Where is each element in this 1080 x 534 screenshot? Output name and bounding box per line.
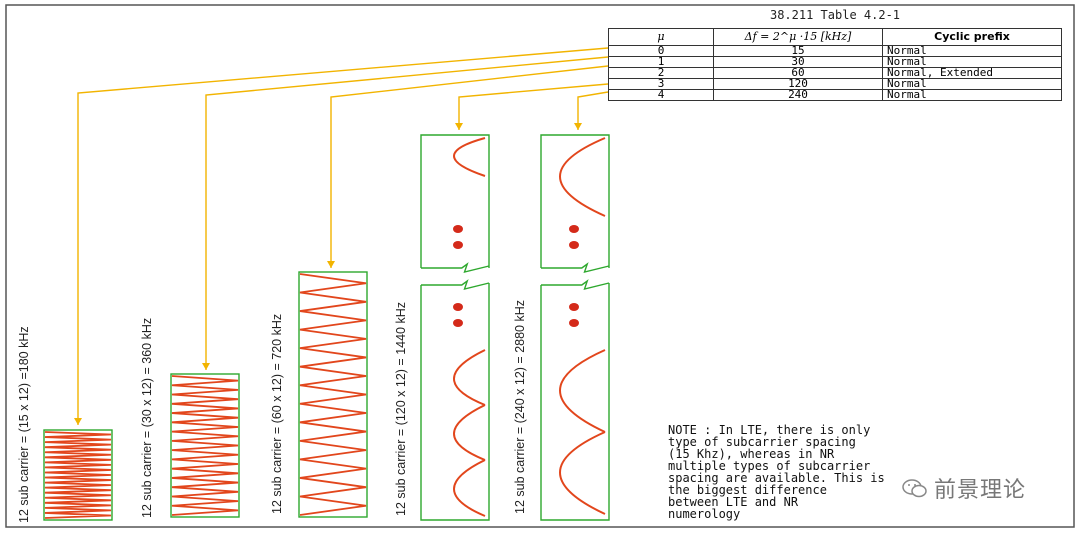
arrows-group [74,47,609,425]
wechat-logo-icon [902,479,927,498]
table-row: 2 60 Normal, Extended [608,67,1062,79]
box-120khz-lower-break [421,279,490,290]
box-15khz-wave [44,431,112,519]
bandwidth-label-120khz: 12 sub carrier = (120 x 12) = 1440 kHz [394,302,408,516]
box-120khz-lower-border [420,283,490,521]
arrow-head [327,261,335,268]
ellipsis-dot [569,225,579,233]
arc-240khz-top [559,137,606,217]
arrow-line [77,47,609,425]
numerology-table: μ Δf = 2^μ ·15 [kHz] Cyclic prefix 0 15 … [608,28,1062,101]
bandwidth-label-60khz: 12 sub carrier = (60 x 12) = 720 kHz [270,314,284,514]
arc-240khz-bottom-1 [559,349,606,433]
bandwidth-labels-group: 12 sub carrier = (15 x 12) =180 kHz 12 s… [17,300,527,523]
cell-mu: 4 [608,89,714,101]
box-240khz-lower-break [541,279,610,290]
box-30khz-border [170,373,240,518]
arrow-head [202,363,210,370]
ellipsis-dot [453,319,463,327]
arrow-line [577,91,609,130]
box-240khz-upper-break [541,262,610,273]
table-row: 3 120 Normal [608,78,1062,90]
box-120khz-upper-break [421,262,490,273]
ellipsis-dot [453,241,463,249]
header-subcarrier-spacing: Δf = 2^μ ·15 [kHz] [713,28,883,46]
table-row: 0 15 Normal [608,45,1062,57]
arc-120khz-bottom-1 [453,349,486,406]
ellipsis-dot [569,319,579,327]
note-text: NOTE : In LTE, there is only type of sub… [668,423,885,521]
ellipsis-dot [453,225,463,233]
box-15khz-border [43,429,113,521]
arrow-line [205,56,609,370]
header-mu: μ [608,28,714,46]
box-60khz-wave [299,273,367,516]
bandwidth-label-15khz: 12 sub carrier = (15 x 12) =180 kHz [17,326,31,523]
arrow-line [330,65,609,268]
arc-120khz-bottom-2 [453,404,486,461]
table-row: 4 240 Normal [608,89,1062,101]
cell-spacing: 240 [713,89,883,101]
arrow-head [574,123,582,130]
header-cyclic-prefix: Cyclic prefix [882,28,1062,46]
arc-240khz-bottom-2 [559,431,606,515]
arrow-line [458,83,609,130]
cell-prefix: Normal [882,89,1062,101]
ellipsis-dot [569,241,579,249]
arc-120khz-bottom-3 [453,459,486,517]
cell-prefix: Normal, Extended [882,67,1062,79]
arrow-head [455,123,463,130]
bandwidth-label-30khz: 12 sub carrier = (30 x 12) = 360 kHz [140,318,154,518]
outer-border [5,4,1075,528]
box-60khz-border [298,271,368,518]
table-title: 38.211 Table 4.2-1 [769,8,901,22]
box-30khz-wave [171,375,239,516]
box-240khz-upper-border [540,134,610,268]
boxes-group [43,134,610,521]
table-row: 1 30 Normal [608,56,1062,68]
box-240khz-lower-border [540,283,610,521]
arrow-head [74,418,82,425]
ellipsis-dot [453,303,463,311]
table-header-row: μ Δf = 2^μ ·15 [kHz] Cyclic prefix [608,28,1062,46]
arc-120khz-top [453,137,486,177]
ellipsis-dot [569,303,579,311]
box-120khz-upper-border [420,134,490,268]
watermark-text: 前景理论 [934,478,1027,503]
bandwidth-label-240khz: 12 sub carrier = (240 x 12) = 2880 kHz [513,300,527,514]
watermark: 前景理论 [902,472,1026,504]
